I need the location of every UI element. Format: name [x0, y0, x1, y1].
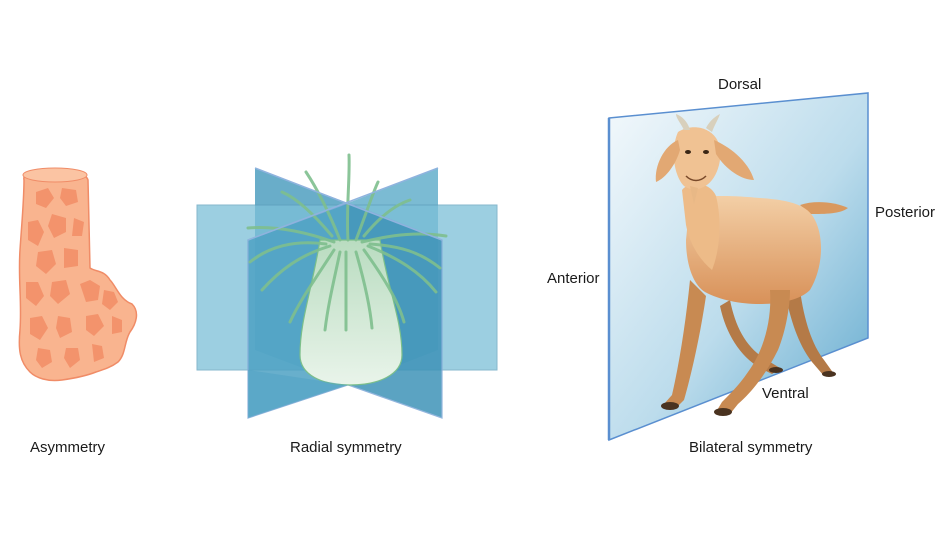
- sponge-illustration: [18, 167, 138, 382]
- sponge-body: [18, 168, 138, 382]
- radial-symmetry-label: Radial symmetry: [290, 439, 402, 456]
- anemone-tentacles: [246, 153, 448, 332]
- sponge-opening: [22, 167, 88, 183]
- goat-right-horn: [706, 114, 720, 132]
- asymmetry-label: Asymmetry: [30, 439, 105, 456]
- goat-far-front-leg: [720, 300, 780, 374]
- sponge-pores: [26, 188, 122, 368]
- anemone-illustration: [196, 153, 498, 419]
- goat-far-hind-leg: [786, 290, 834, 376]
- goat-near-hind-leg: [716, 290, 790, 414]
- goat-hooves: [661, 367, 836, 416]
- goat-left-ear: [655, 140, 680, 182]
- dorsal-label: Dorsal: [718, 76, 762, 93]
- goat-neck: [682, 183, 720, 270]
- anterior-label: Anterior: [547, 270, 600, 287]
- goat-right-eye: [703, 150, 709, 154]
- anemone-body: [299, 239, 403, 386]
- diagonal-plane-front-lower: [248, 370, 348, 418]
- goat-right-ear: [714, 140, 754, 180]
- goat-near-front-leg: [664, 280, 706, 408]
- posterior-label: Posterior: [875, 204, 936, 221]
- goat-beard: [690, 186, 698, 204]
- goat-tail: [800, 202, 848, 214]
- goat-left-eye: [685, 150, 691, 154]
- goat-head: [673, 127, 721, 190]
- goat-illustration: [607, 92, 869, 442]
- goat-mouth: [685, 175, 707, 182]
- ventral-label: Ventral: [762, 385, 809, 402]
- goat-body: [686, 195, 822, 304]
- goat-left-horn: [676, 114, 690, 130]
- plane-intersection-b: [247, 167, 439, 241]
- bilateral-symmetry-label: Bilateral symmetry: [689, 439, 813, 456]
- plane-intersection-a: [254, 167, 443, 241]
